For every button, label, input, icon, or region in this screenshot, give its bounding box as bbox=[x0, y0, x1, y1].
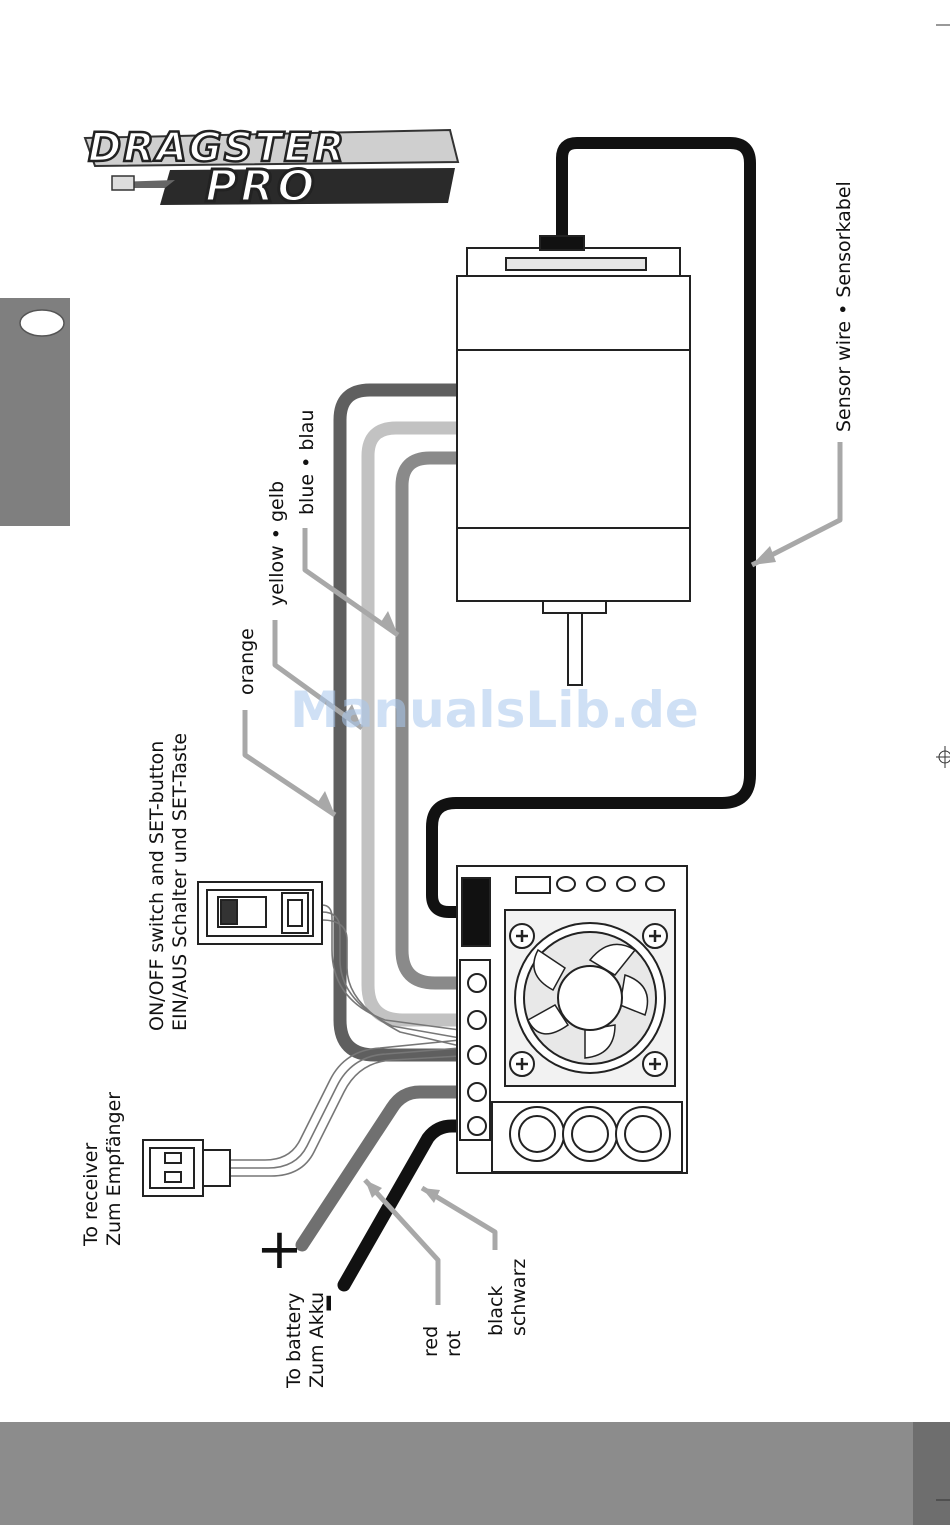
red-battery-wire bbox=[302, 1092, 475, 1245]
minus-sign: - bbox=[293, 1293, 358, 1313]
red-label-de: rot bbox=[443, 1331, 465, 1357]
footer-bar bbox=[0, 1422, 950, 1525]
crop-mark bbox=[936, 25, 950, 1500]
receiver-label-de: Zum Empfänger bbox=[103, 1092, 125, 1246]
watermark: ManualsLib.de bbox=[290, 681, 699, 739]
footer-tab bbox=[913, 1422, 950, 1525]
yellow-wire-label: yellow • gelb bbox=[266, 481, 288, 606]
sensor-pointer bbox=[752, 442, 840, 565]
switch-label-de: EIN/AUS Schalter und SET-Taste bbox=[169, 733, 191, 1031]
sensor-wire-label: Sensor wire • Sensorkabel bbox=[833, 181, 855, 432]
red-label-en: red bbox=[420, 1326, 442, 1357]
receiver-label-en: To receiver bbox=[80, 1143, 102, 1247]
speed-controller bbox=[457, 866, 687, 1173]
black-label-en: black bbox=[485, 1286, 507, 1336]
black-label-de: schwarz bbox=[508, 1259, 530, 1336]
side-tab-marker bbox=[20, 310, 64, 336]
switch-label-en: ON/OFF switch and SET-button bbox=[146, 741, 168, 1031]
blue-wire-label: blue • blau bbox=[296, 410, 318, 515]
brushless-motor bbox=[457, 236, 690, 685]
receiver-plug bbox=[143, 1140, 230, 1196]
red-pointer bbox=[365, 1180, 438, 1305]
orange-wire-label: orange bbox=[236, 628, 258, 695]
plus-sign: + bbox=[256, 1217, 303, 1282]
logo-pro-text: PRO bbox=[205, 161, 318, 212]
dragster-pro-logo: DRAGSTER PRO bbox=[85, 125, 458, 212]
on-off-switch bbox=[198, 882, 322, 944]
